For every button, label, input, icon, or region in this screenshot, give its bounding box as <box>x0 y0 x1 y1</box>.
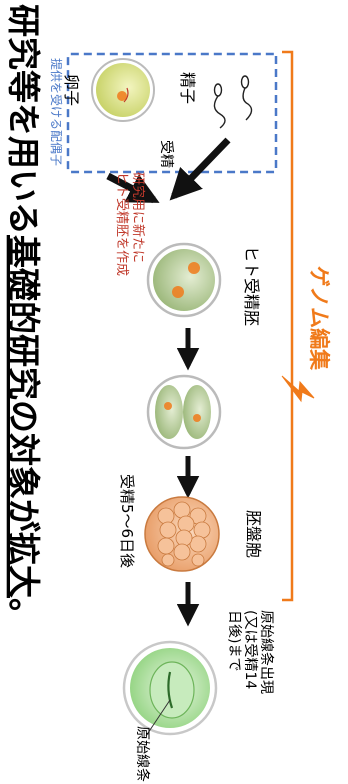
fertilized-embryo-icon <box>146 242 222 318</box>
new-embryo-note: 研究用に新たに ヒト受精胚を作成 <box>114 172 146 276</box>
sperm-icon <box>213 75 253 129</box>
new-embryo-note-line2: ヒト受精胚を作成 <box>114 172 129 276</box>
primitive-streak-label-line1: 原始線条出現 <box>258 610 275 694</box>
headline: 研究等を用いる基礎的研究の対象が拡大。 <box>4 4 43 631</box>
genome-editing-label: ゲノム編集 <box>307 266 331 371</box>
egg-label: 卵子 <box>62 74 81 106</box>
headline-head: 研究等を用いる <box>4 4 43 235</box>
primitive-streak-label-line2: (又は受精14 <box>242 610 258 689</box>
genome-editing-bracket <box>282 50 294 602</box>
headline-tail: 。 <box>4 598 43 631</box>
primitive-streak-label: 原始線条出現 (又は受精14 日後)まで <box>226 610 275 698</box>
fertilization-arrows <box>106 137 231 204</box>
streak-callout: 原始線条 <box>134 726 151 782</box>
genome-editing-lightning-icon <box>281 375 315 403</box>
blastocyst-icon <box>144 496 220 572</box>
donor-box-label: 提供を受ける配偶子 <box>49 58 64 166</box>
donor-gamete-box <box>66 52 278 174</box>
primitive-streak-label-line3: 日後)まで <box>226 610 242 671</box>
new-embryo-note-line1: 研究用に新たに <box>130 172 146 263</box>
days-label: 受精5～6日後 <box>118 474 136 568</box>
streak-callout-line <box>145 699 171 737</box>
primitive-streak-embryo-icon <box>122 640 218 736</box>
sperm-label: 精子 <box>178 72 197 104</box>
blastocyst-label: 胚盤胞 <box>244 510 263 558</box>
fertilized-embryo-label: ヒト受精胚 <box>242 246 261 326</box>
headline-underlined: 基礎的研究の対象が拡大 <box>4 235 43 598</box>
fertilization-label: 受精 <box>158 140 174 168</box>
egg-icon <box>91 58 155 122</box>
two-cell-embryo-icon <box>146 374 222 450</box>
